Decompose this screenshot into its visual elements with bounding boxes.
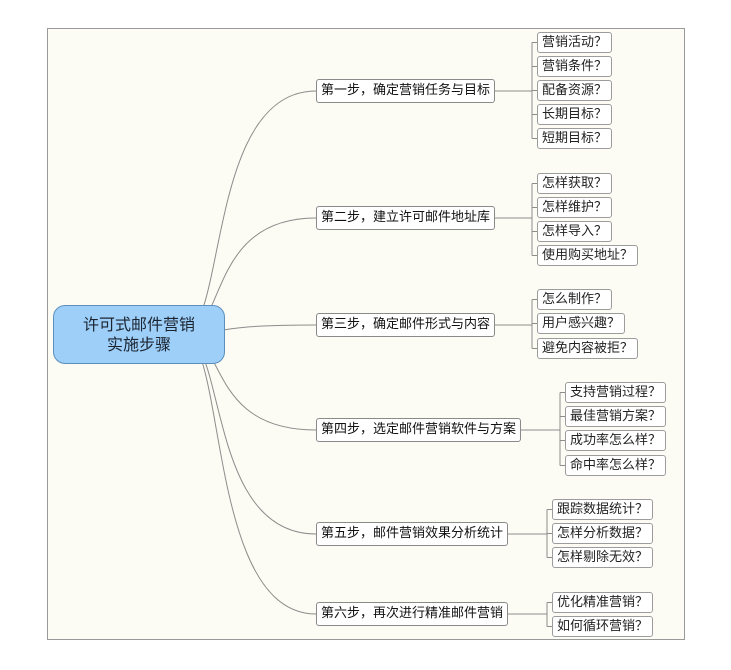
step-node-1[interactable]: 第一步，确定营销任务与目标 <box>316 79 496 103</box>
leaf-node[interactable]: 怎样维护？ <box>537 197 613 218</box>
leaf-node[interactable]: 怎样导入？ <box>537 221 613 242</box>
root-title-line-1: 许可式邮件营销 <box>82 314 195 334</box>
leaf-node[interactable]: 使用购买地址？ <box>537 245 639 266</box>
leaf-node[interactable]: 成功率怎么样？ <box>565 430 667 451</box>
leaf-node[interactable]: 命中率怎么样？ <box>565 455 667 476</box>
leaf-node[interactable]: 怎样分析数据？ <box>552 523 654 544</box>
leaf-node[interactable]: 怎样剔除无效？ <box>552 547 654 568</box>
leaf-node[interactable]: 短期目标？ <box>537 128 613 149</box>
leaf-node[interactable]: 如何循环营销？ <box>552 616 654 637</box>
leaf-node[interactable]: 营销条件？ <box>537 56 613 77</box>
root-title-line-2: 实施步骤 <box>106 334 171 354</box>
leaf-node[interactable]: 最佳营销方案？ <box>565 406 667 427</box>
step-node-3[interactable]: 第三步，确定邮件形式与内容 <box>316 313 496 337</box>
step-node-5[interactable]: 第五步，邮件营销效果分析统计 <box>316 522 509 546</box>
leaf-node[interactable]: 支持营销过程？ <box>565 382 667 403</box>
step-node-4[interactable]: 第四步，选定邮件营销软件与方案 <box>316 418 522 442</box>
leaf-node[interactable]: 长期目标？ <box>537 104 613 125</box>
leaf-node[interactable]: 怎么制作？ <box>537 289 613 310</box>
step-node-6[interactable]: 第六步，再次进行精准邮件营销 <box>316 602 509 626</box>
root-node[interactable]: 许可式邮件营销 实施步骤 <box>53 305 225 364</box>
leaf-node[interactable]: 避免内容被拒？ <box>537 338 639 359</box>
leaf-node[interactable]: 用户感兴趣？ <box>537 313 626 334</box>
step-node-2[interactable]: 第二步，建立许可邮件地址库 <box>316 206 496 230</box>
leaf-node[interactable]: 跟踪数据统计？ <box>552 499 654 520</box>
leaf-node[interactable]: 配备资源？ <box>537 80 613 101</box>
leaf-node[interactable]: 营销活动？ <box>537 32 613 53</box>
leaf-node[interactable]: 优化精准营销？ <box>552 592 654 613</box>
leaf-node[interactable]: 怎样获取？ <box>537 173 613 194</box>
